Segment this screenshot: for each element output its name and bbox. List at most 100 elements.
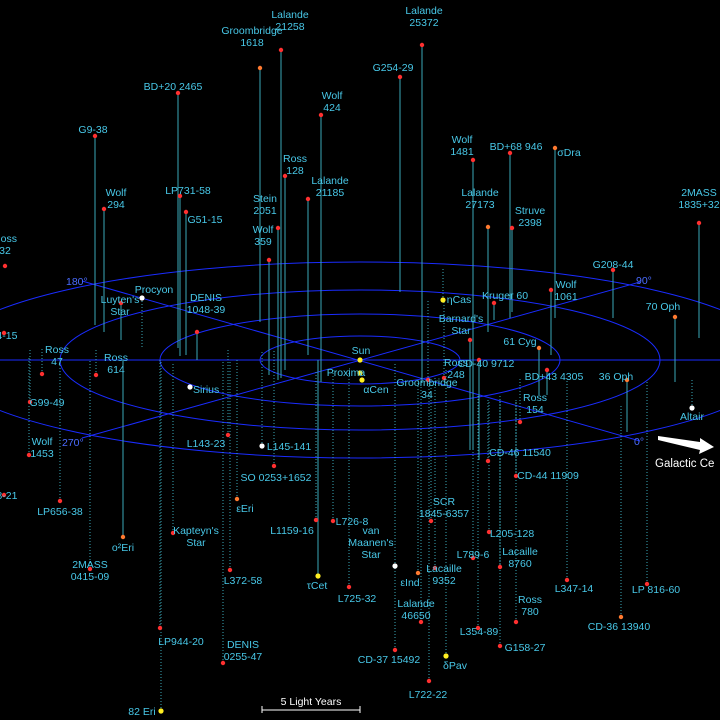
star-dot-altair	[689, 405, 695, 411]
star-dot-lalande21185	[305, 196, 311, 202]
star-label-line: αCen	[363, 384, 388, 396]
star-label-line: Star	[110, 306, 130, 318]
star-dot-lp656_38	[57, 498, 63, 504]
star-label-line: Lalande	[405, 5, 443, 17]
star-label-line: 9352	[432, 575, 456, 587]
star-label-line: SCR	[433, 496, 456, 508]
star-dot-vanmaanen	[392, 563, 398, 569]
star-label-sun: Sun	[352, 345, 371, 357]
star-dot-ross780	[513, 619, 519, 625]
star-label-sirius: Sirius	[193, 384, 219, 396]
star-label-lp816_60: LP 816-60	[632, 584, 680, 596]
star-label-line: L145-141	[267, 441, 312, 453]
star-label-l1159_16: L1159-16	[270, 525, 314, 537]
star-label-l347_14: L347-14	[555, 583, 594, 595]
star-dot-cd3715492	[392, 647, 398, 653]
star-label-line: L372-58	[224, 575, 263, 587]
star-label-so0253: SO 0253+1652	[241, 472, 312, 484]
star-dot-l347_14	[564, 577, 570, 583]
star-label-line: 27173	[465, 199, 494, 211]
star-dot-mass0415	[87, 566, 93, 572]
star-dot-luyten	[118, 300, 124, 306]
star-label-altair: Altair	[680, 411, 704, 423]
star-dot-l726_8	[330, 518, 336, 524]
star-label-line: BD+43 4305	[525, 371, 584, 383]
star-label-ncas: ηCas	[447, 294, 472, 306]
star-dot-tcet	[315, 573, 321, 579]
star-label-line: 34	[421, 389, 433, 401]
star-label-line: L354-89	[460, 626, 499, 638]
degree-label-90: 90°	[636, 275, 652, 287]
star-label-line: Stein	[253, 193, 277, 205]
star-dot-lacaille9352	[432, 565, 438, 571]
star-label-eeri: εEri	[236, 503, 254, 515]
star-label-line: Ross	[518, 594, 542, 606]
star-label-line: Ross	[45, 344, 69, 356]
star-label-line: Wolf	[106, 187, 127, 199]
star-label-l205_128: L205-128	[490, 528, 535, 540]
star-label-line: 8760	[508, 558, 532, 570]
star-label-line: σDra	[557, 147, 581, 159]
star-label-g158_27: G158-27	[505, 642, 546, 654]
star-label-line: Ross	[444, 357, 468, 369]
star-label-line: LP944-20	[158, 636, 204, 648]
scale-bar: 5 Light Years	[261, 696, 361, 713]
star-label-line: Luyten's	[101, 294, 140, 306]
star-label-oph70: 70 Oph	[646, 301, 681, 313]
star-dot-l722_22	[426, 678, 432, 684]
star-label-eri82: 82 Eri	[128, 706, 155, 718]
star-label-line: 70 Oph	[646, 301, 681, 313]
star-dot-g9_38	[92, 133, 98, 139]
star-label-line: CD-46 11540	[489, 447, 551, 459]
star-label-line: LP656-38	[37, 506, 83, 518]
star-dot-lalande21258	[278, 47, 284, 53]
star-label-oph36: 36 Oph	[599, 371, 634, 383]
star-dot-o2eri	[120, 534, 126, 540]
star-label-line: Lalande	[397, 598, 435, 610]
star-label-line: 0415-09	[71, 571, 110, 583]
star-label-line: Wolf	[452, 134, 473, 146]
star-dot-l143_23	[225, 432, 231, 438]
star-label-line: 46650	[401, 610, 430, 622]
star-dot-wolf1481	[470, 157, 476, 163]
star-dot-scr1845	[428, 518, 434, 524]
star-label-line: Lacaille	[502, 546, 538, 558]
star-label-cd4611540: CD-46 11540	[489, 447, 551, 459]
star-label-line: 74-15	[0, 330, 18, 342]
star-dots	[1, 42, 702, 714]
star-label-cd3715492: CD-37 15492	[358, 654, 421, 666]
star-label-spav: δPav	[443, 660, 468, 672]
star-dot-struve2398	[509, 225, 515, 231]
star-label-line: 1618	[240, 37, 264, 49]
star-dot-ross128	[282, 173, 288, 179]
star-label-ross_left: Ross32	[0, 233, 17, 257]
star-dot-cd4411909	[513, 473, 519, 479]
star-dot-cyg61	[536, 345, 542, 351]
star-label-line: L726-8	[336, 516, 369, 528]
star-label-line: Procyon	[135, 284, 174, 296]
star-label-line: 424	[323, 102, 341, 114]
star-label-l68_21: 68-21	[0, 490, 18, 502]
star-dot-sdra	[552, 145, 558, 151]
star-dot-cd409712	[476, 357, 482, 363]
star-dot-groombridge1618	[257, 65, 263, 71]
star-label-g254_29: G254-29	[373, 62, 414, 74]
star-dot-wolf1453	[26, 452, 32, 458]
star-dot-ross47	[39, 371, 45, 377]
star-label-line: Maanen's	[348, 537, 393, 549]
star-dot-lalande46650	[418, 619, 424, 625]
star-label-line: Struve	[515, 205, 546, 217]
star-label-line: Star	[451, 325, 471, 337]
star-label-line: 1481	[450, 146, 474, 158]
star-dot-stein2051	[275, 225, 281, 231]
star-dot-proxima	[357, 370, 363, 376]
